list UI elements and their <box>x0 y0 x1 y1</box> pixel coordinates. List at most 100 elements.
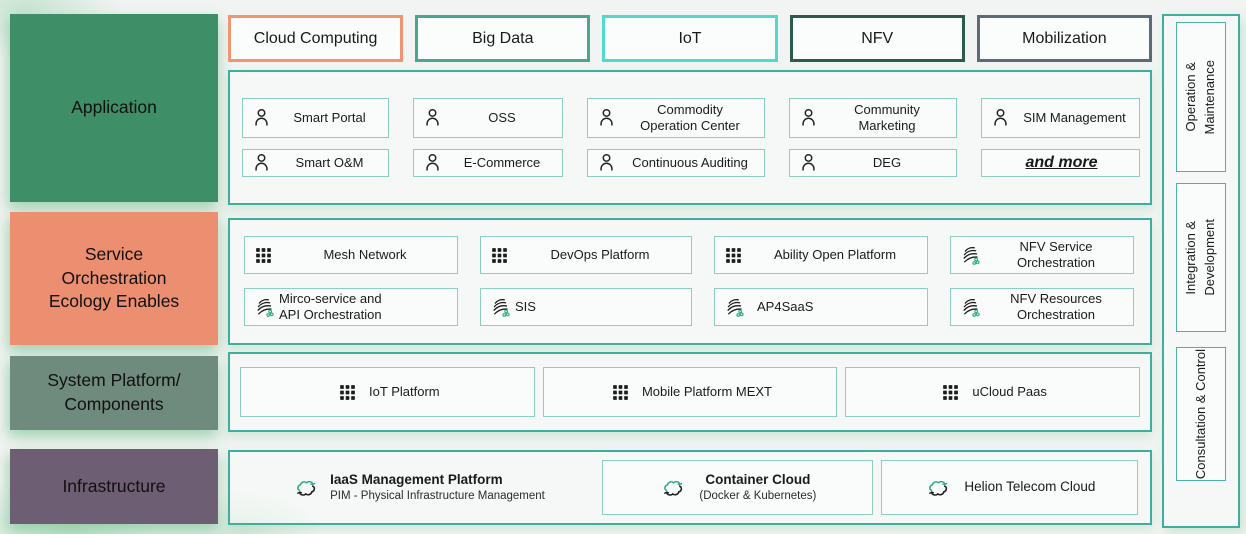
user-icon <box>422 152 443 173</box>
lifecycle-operation-maintenance: Operation & Maintenance <box>1176 22 1226 172</box>
vertical-label-line: Integration & <box>1183 220 1199 295</box>
infrastructure-container: IaaS Management Platform PIM - Physical … <box>228 450 1152 525</box>
service-orchestration-container: Mesh Network DevOps Platform Ability Ope… <box>228 218 1152 345</box>
vertical-label: Consultation & Control <box>1192 349 1211 479</box>
app-item-oss: OSS <box>413 98 563 138</box>
item-label: SIS <box>515 298 536 314</box>
user-icon <box>798 152 819 173</box>
user-icon <box>422 107 443 128</box>
section-label-text: Application <box>71 97 157 118</box>
grid-icon <box>337 382 358 403</box>
svc-item-ability-open-platform: Ability Open Platform <box>714 236 928 274</box>
item-label: E-Commerce <box>463 154 541 170</box>
infra-subtitle: (Docker & Kubernetes) <box>699 489 817 502</box>
item-label: DEG <box>872 154 902 170</box>
item-label: Mobile Platform MEXT <box>641 383 773 399</box>
category-label: Mobilization <box>1022 29 1107 47</box>
grid-icon <box>940 382 961 403</box>
lifecycle-column: Operation & Maintenance Integration & De… <box>1162 14 1240 528</box>
infra-item-iaas-management: IaaS Management Platform PIM - Physical … <box>242 460 594 515</box>
vertical-label-line: Consultation & Control <box>1192 348 1208 480</box>
vertical-label-line: Operation & <box>1183 62 1199 132</box>
item-label: Ability Open Platform <box>773 246 897 262</box>
vertical-label-line: Maintenance <box>1202 59 1217 135</box>
sys-item-mobile-platform-mext: Mobile Platform MEXT <box>542 367 838 417</box>
category-nfv: NFV <box>789 15 965 62</box>
svc-item-devops-platform: DevOps Platform <box>480 236 692 274</box>
infra-subtitle: PIM - Physical Infrastructure Management <box>330 489 545 502</box>
category-cloud-computing: Cloud Computing <box>228 15 404 62</box>
category-button-row: Cloud Computing Big Data IoT NFV Mobiliz… <box>228 15 1153 62</box>
cloud-sync-icon <box>925 476 951 499</box>
grid-icon <box>723 245 744 266</box>
category-iot: IoT <box>602 15 778 62</box>
item-label: Commodity Operation Center <box>640 101 740 133</box>
app-item-commodity-operation-center: Commodity Operation Center <box>587 98 765 138</box>
stream-icon <box>723 297 744 318</box>
item-label: NFV Service Orchestration <box>1016 238 1096 270</box>
svc-item-nfv-resources-orchestration: NFV Resources Orchestration <box>950 288 1134 326</box>
infra-item-helion-telecom-cloud: Helion Telecom Cloud <box>880 460 1138 515</box>
cloud-sync-icon <box>293 476 319 499</box>
category-big-data: Big Data <box>415 15 591 62</box>
item-label: OSS <box>488 109 516 125</box>
infra-item-container-cloud: Container Cloud (Docker & Kubernetes) <box>601 460 873 515</box>
item-label: Smart O&M <box>295 154 364 170</box>
item-label: IoT Platform <box>369 383 440 399</box>
app-item-deg: DEG <box>789 148 957 177</box>
and-more-label: and more <box>1025 153 1098 171</box>
item-label: DevOps Platform <box>550 246 650 262</box>
grid-icon <box>610 382 631 403</box>
application-container: Smart Portal OSS Commodity Operation Cen… <box>228 70 1152 205</box>
lifecycle-consultation-control: Consultation & Control <box>1176 347 1226 481</box>
item-label: Mesh Network <box>323 246 407 262</box>
category-label: NFV <box>861 29 894 47</box>
section-label-application: Application <box>10 14 218 202</box>
user-icon <box>251 107 272 128</box>
category-mobilization: Mobilization <box>976 15 1153 62</box>
category-label: Cloud Computing <box>253 29 378 47</box>
app-item-community-marketing: Community Marketing <box>789 98 957 138</box>
category-label: Big Data <box>472 29 534 47</box>
app-item-smart-portal: Smart Portal <box>242 98 389 138</box>
stream-icon <box>959 297 980 318</box>
item-label: SIM Management <box>1023 109 1126 125</box>
app-item-smart-oandm: Smart O&M <box>242 148 389 177</box>
app-item-continuous-auditing: Continuous Auditing <box>587 148 765 177</box>
app-item-and-more: and more <box>981 148 1140 177</box>
svc-item-nfv-service-orchestration: NFV Service Orchestration <box>950 236 1134 274</box>
vertical-label-line: Development <box>1202 219 1217 296</box>
item-label: Smart Portal <box>293 109 366 125</box>
svc-item-sis: SIS <box>480 288 692 326</box>
svc-item-mirco-service-api-orchestration: Mirco-service and API Orchestration <box>244 288 458 326</box>
app-item-e-commerce: E-Commerce <box>413 148 563 177</box>
user-icon <box>596 152 617 173</box>
stream-icon <box>959 245 980 266</box>
system-platform-container: IoT Platform Mobile Platform MEXT uCloud… <box>228 352 1152 432</box>
section-label-text: Infrastructure <box>62 475 166 496</box>
item-label: Continuous Auditing <box>632 154 748 170</box>
vertical-label: Operation & Maintenance <box>1182 60 1220 134</box>
sys-item-ucloud-paas: uCloud Paas <box>845 367 1140 417</box>
item-label: uCloud Paas <box>972 383 1047 399</box>
app-item-sim-management: SIM Management <box>981 98 1140 138</box>
infra-title: Container Cloud <box>705 471 811 487</box>
section-label-text: System Platform/ Components <box>47 370 181 414</box>
section-label-system-platform: System Platform/ Components <box>10 356 218 430</box>
user-icon <box>798 107 819 128</box>
item-label: Mirco-service and API Orchestration <box>279 290 382 322</box>
user-icon <box>596 107 617 128</box>
grid-icon <box>489 245 510 266</box>
user-icon <box>990 107 1011 128</box>
svc-item-ap4saas: AP4SaaS <box>714 288 928 326</box>
sys-item-iot-platform: IoT Platform <box>240 367 535 417</box>
user-icon <box>251 152 272 173</box>
vertical-label: Integration & Development <box>1182 219 1220 296</box>
infra-title: IaaS Management Platform <box>330 471 503 487</box>
infra-title: Helion Telecom Cloud <box>964 479 1096 495</box>
category-label: IoT <box>678 29 702 47</box>
lifecycle-integration-development: Integration & Development <box>1176 183 1226 332</box>
item-label: NFV Resources Orchestration <box>1010 290 1102 322</box>
section-label-service-orchestration: Service Orchestration Ecology Enables <box>10 212 218 345</box>
